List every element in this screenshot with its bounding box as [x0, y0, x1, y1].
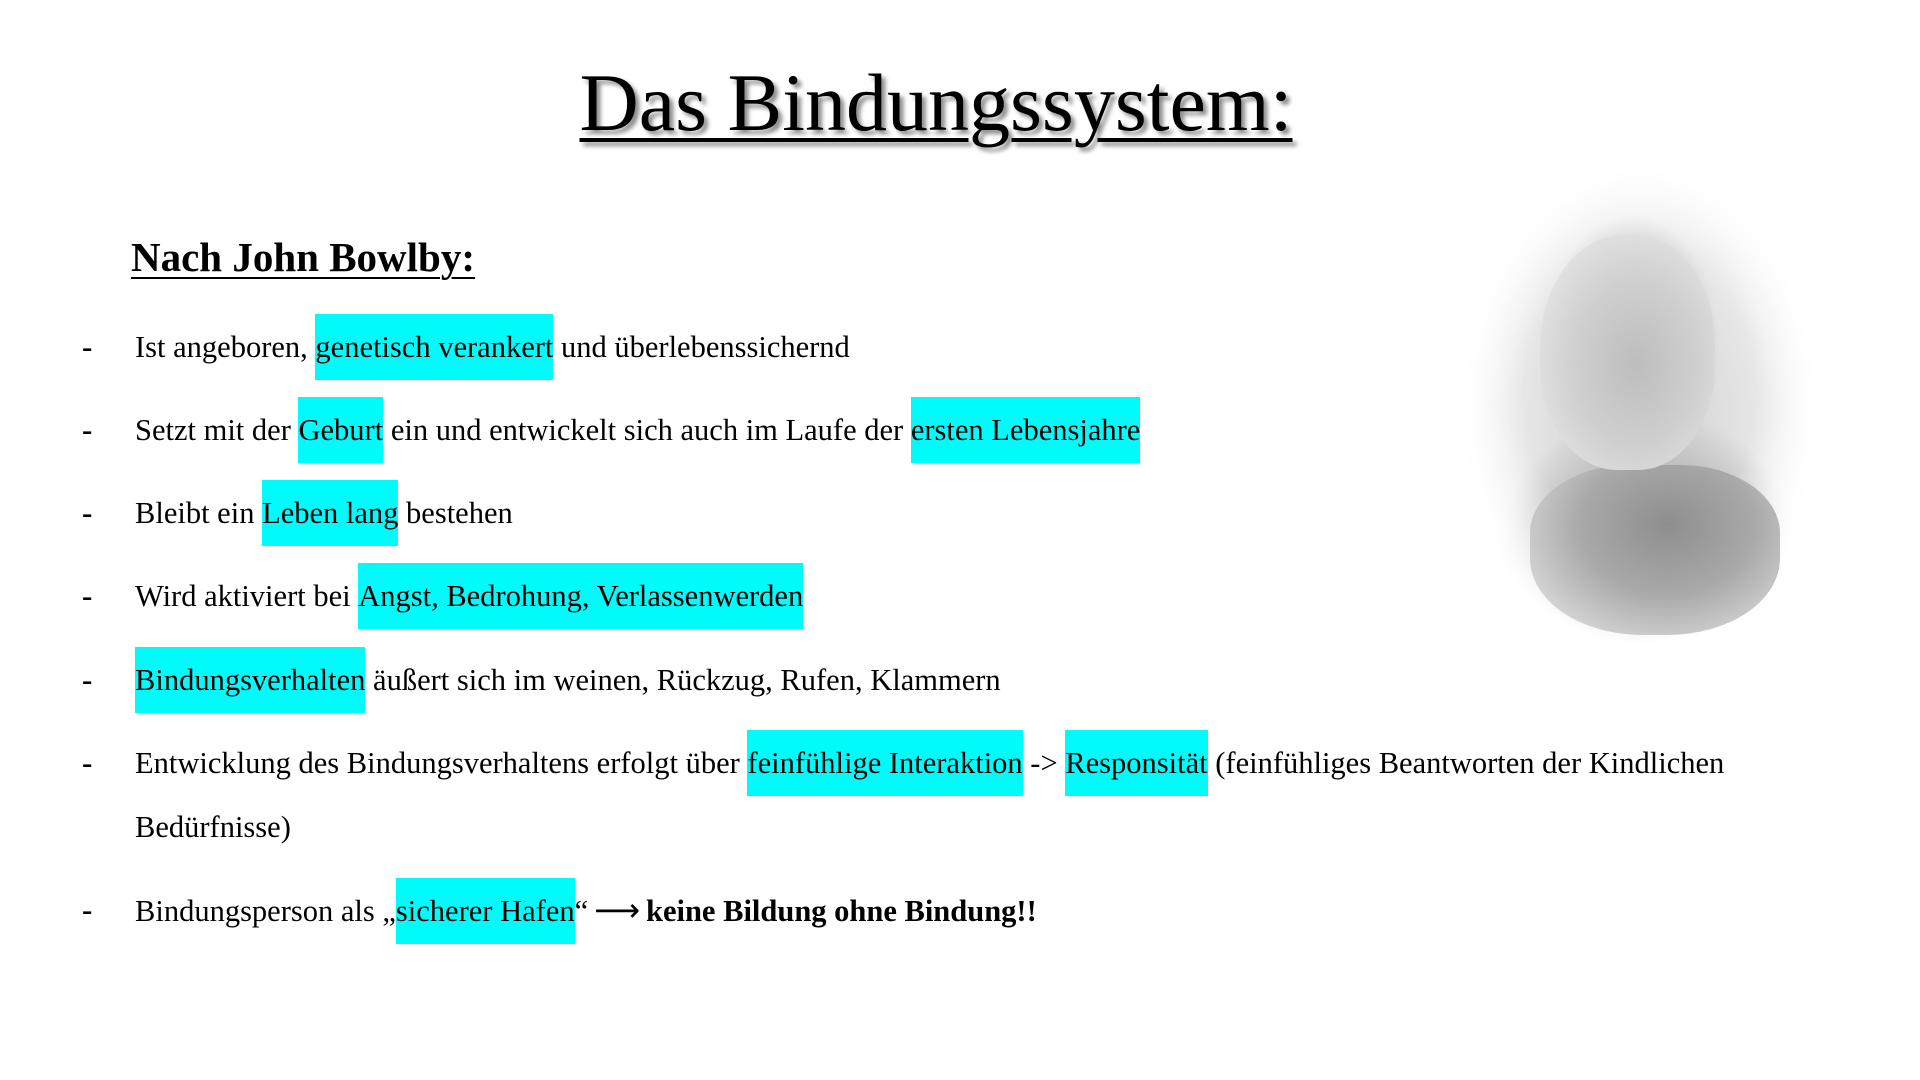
- bullet-continuation: Bedürfnisse): [0, 794, 1880, 860]
- bullet-text: Bindungsperson als „sicherer Hafen“⟶kein…: [135, 877, 1037, 944]
- bullet-text: Entwicklung des Bindungsverhaltens erfol…: [135, 730, 1724, 796]
- highlighted-term: genetisch verankert: [315, 314, 554, 380]
- bullet-text: Bindungsverhalten äußert sich im weinen,…: [135, 647, 1001, 713]
- bullet-text-part: Bindungsperson als „: [135, 894, 396, 928]
- bullet-text-part: und überlebenssichernd: [553, 330, 850, 364]
- highlighted-term: feinfühlige Interaktion: [747, 730, 1023, 796]
- highlighted-term: Leben lang: [262, 480, 399, 546]
- page-title: Das Bindungssystem:: [579, 57, 1293, 148]
- bullet-text-part: Setzt mit der: [135, 413, 299, 447]
- bullet-text: Ist angeboren, genetisch verankert und ü…: [135, 314, 850, 380]
- bullet-dash: -: [82, 578, 93, 613]
- photo-face: [1540, 235, 1715, 470]
- bullet-text-part: ->: [1022, 746, 1066, 780]
- bullet-dash: -: [82, 892, 93, 927]
- bullet-text: Setzt mit der Geburt ein und entwickelt …: [135, 397, 1141, 463]
- bullet-text-part: Entwicklung des Bindungsverhaltens erfol…: [135, 746, 748, 780]
- bullet-dash: -: [82, 329, 93, 364]
- arrow-right-icon: ⟶: [594, 891, 640, 929]
- bullet-dash: -: [82, 745, 93, 780]
- highlighted-term: sicherer Hafen: [395, 878, 575, 944]
- bullet-item: - Ist angeboren, genetisch verankert und…: [0, 314, 1880, 380]
- bullet-text: Bleibt ein Leben lang bestehen: [135, 480, 513, 546]
- bullet-dash: -: [82, 412, 93, 447]
- bullet-text-part: ein und entwickelt sich auch im Laufe de…: [383, 413, 911, 447]
- bullet-item: - Entwicklung des Bindungsverhaltens erf…: [0, 730, 1880, 796]
- emphasis-text: keine Bildung ohne Bindung!!: [646, 894, 1037, 928]
- bullet-text-part: äußert sich im weinen, Rückzug, Rufen, K…: [365, 663, 1001, 697]
- bullet-text: Wird aktiviert bei Angst, Bedrohung, Ver…: [135, 563, 804, 629]
- photo-jacket: [1530, 465, 1780, 635]
- highlighted-term: Angst, Bedrohung, Verlassenwerden: [358, 563, 804, 629]
- bullet-text: Bedürfnisse): [135, 810, 291, 844]
- bullet-text-part: Ist angeboren,: [135, 330, 316, 364]
- bullet-text-part: Bleibt ein: [135, 496, 263, 530]
- bullet-item: - Setzt mit der Geburt ein und entwickel…: [0, 397, 1880, 463]
- highlighted-term: Geburt: [298, 397, 384, 463]
- bullet-text-part: Wird aktiviert bei: [135, 579, 359, 613]
- bullet-dash: -: [82, 495, 93, 530]
- bullet-item: - Bindungsverhalten äußert sich im weine…: [0, 647, 1880, 713]
- highlighted-term: Bindungsverhalten: [135, 647, 366, 713]
- bullet-text-part: “: [574, 894, 589, 928]
- bullet-item: - Wird aktiviert bei Angst, Bedrohung, V…: [0, 563, 1880, 629]
- subtitle: Nach John Bowlby:: [131, 234, 476, 280]
- bullet-item: - Bindungsperson als „sicherer Hafen“⟶ke…: [0, 877, 1880, 944]
- highlighted-term: Responsität: [1065, 730, 1208, 796]
- bullet-dash: -: [82, 662, 93, 697]
- portrait-photo-icon: [1440, 165, 1840, 670]
- bullet-text-part: (feinfühliges Beantworten der Kindlichen: [1207, 746, 1725, 780]
- bullet-text-part: bestehen: [398, 496, 513, 530]
- highlighted-term: ersten Lebensjahre: [910, 397, 1141, 463]
- bullet-item: - Bleibt ein Leben lang bestehen: [0, 480, 1880, 546]
